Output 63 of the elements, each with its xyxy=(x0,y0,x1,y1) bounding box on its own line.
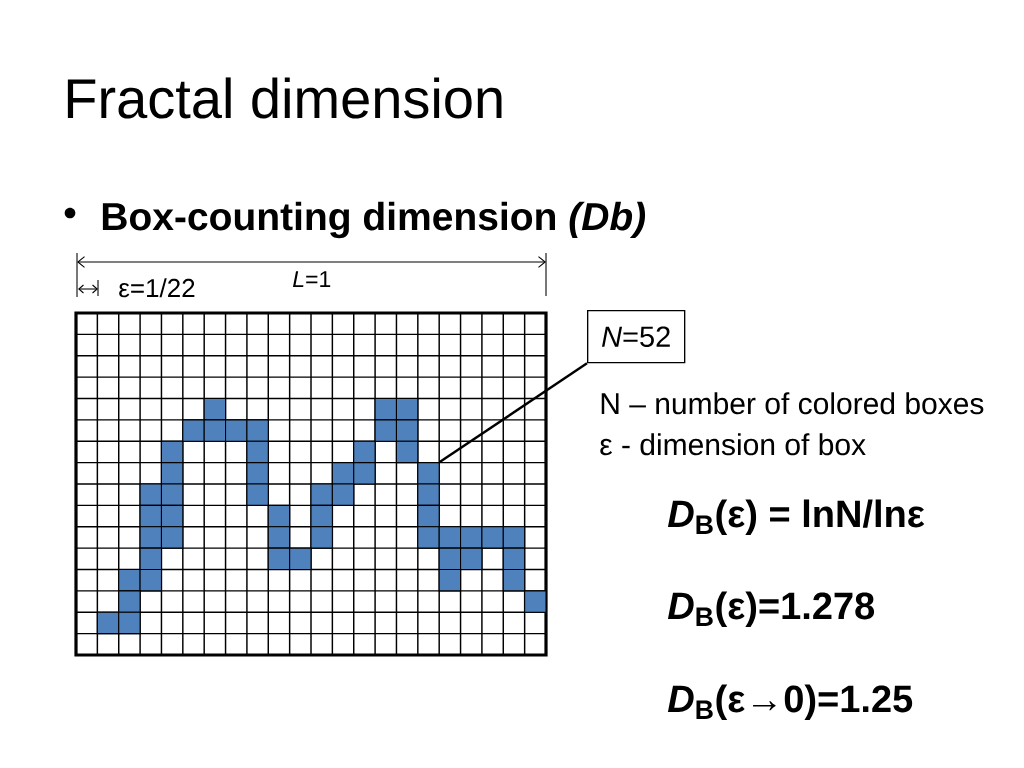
colored-box xyxy=(310,504,333,528)
colored-box xyxy=(460,547,483,571)
colored-box xyxy=(203,397,227,421)
definition-text: ε - dimension of box xyxy=(600,433,866,456)
colored-box xyxy=(481,526,504,549)
colored-box xyxy=(246,440,269,464)
colored-box xyxy=(160,440,184,464)
colored-box xyxy=(353,440,376,464)
colored-box xyxy=(246,419,269,442)
colored-box xyxy=(417,504,440,528)
slide-title: Fractal dimension xyxy=(67,77,502,119)
colored-box xyxy=(96,611,120,635)
colored-box xyxy=(160,504,184,528)
colored-box xyxy=(289,547,312,571)
colored-box xyxy=(139,483,162,506)
colored-box xyxy=(374,397,397,421)
colored-box xyxy=(160,462,184,485)
colored-box xyxy=(182,419,205,442)
colored-box xyxy=(331,462,355,485)
colored-box xyxy=(118,590,141,613)
colored-box xyxy=(160,483,184,506)
colored-box xyxy=(417,462,440,485)
colored-box xyxy=(502,568,526,592)
colored-box xyxy=(225,419,248,442)
colored-box xyxy=(267,504,291,528)
colored-box xyxy=(139,568,162,592)
colored-box xyxy=(139,504,162,528)
colored-box xyxy=(438,568,462,592)
colored-box xyxy=(246,483,269,506)
colored-box xyxy=(438,526,462,549)
colored-box xyxy=(502,526,526,549)
definition-text: N – number of colored boxes xyxy=(601,392,984,415)
formula: D$_{B}$(ε→0)=1.25 xyxy=(667,684,913,720)
dimension-label: L=1 xyxy=(293,271,331,287)
colored-box xyxy=(246,462,269,485)
colored-box xyxy=(395,419,419,442)
colored-box xyxy=(118,568,141,592)
colored-box xyxy=(331,483,355,506)
colored-box xyxy=(310,526,333,549)
formula: D$_{B}$(ε)=1.278 xyxy=(667,591,875,627)
colored-box xyxy=(395,397,419,421)
colored-box xyxy=(374,419,397,442)
colored-box xyxy=(139,547,162,571)
colored-box xyxy=(502,547,526,571)
colored-box xyxy=(395,440,419,464)
colored-box xyxy=(118,611,141,635)
leader-line xyxy=(439,362,588,464)
colored-box xyxy=(438,547,462,571)
colored-box xyxy=(417,483,440,506)
colored-box xyxy=(524,590,547,613)
colored-box xyxy=(460,526,483,549)
count-box: N=52 xyxy=(587,310,686,364)
colored-box xyxy=(139,526,162,549)
colored-box xyxy=(160,526,184,549)
colored-box xyxy=(417,526,440,549)
colored-box xyxy=(203,419,227,442)
colored-box xyxy=(310,483,333,506)
colored-box xyxy=(353,462,376,485)
colored-box xyxy=(267,547,291,571)
dimension-label: ε=1/22 xyxy=(119,278,195,298)
formula: D$_{B}$(ε) = lnN/lnε xyxy=(667,499,925,535)
bullet-text: Box-counting dimension (Db) xyxy=(102,201,646,239)
colored-box xyxy=(267,526,291,549)
